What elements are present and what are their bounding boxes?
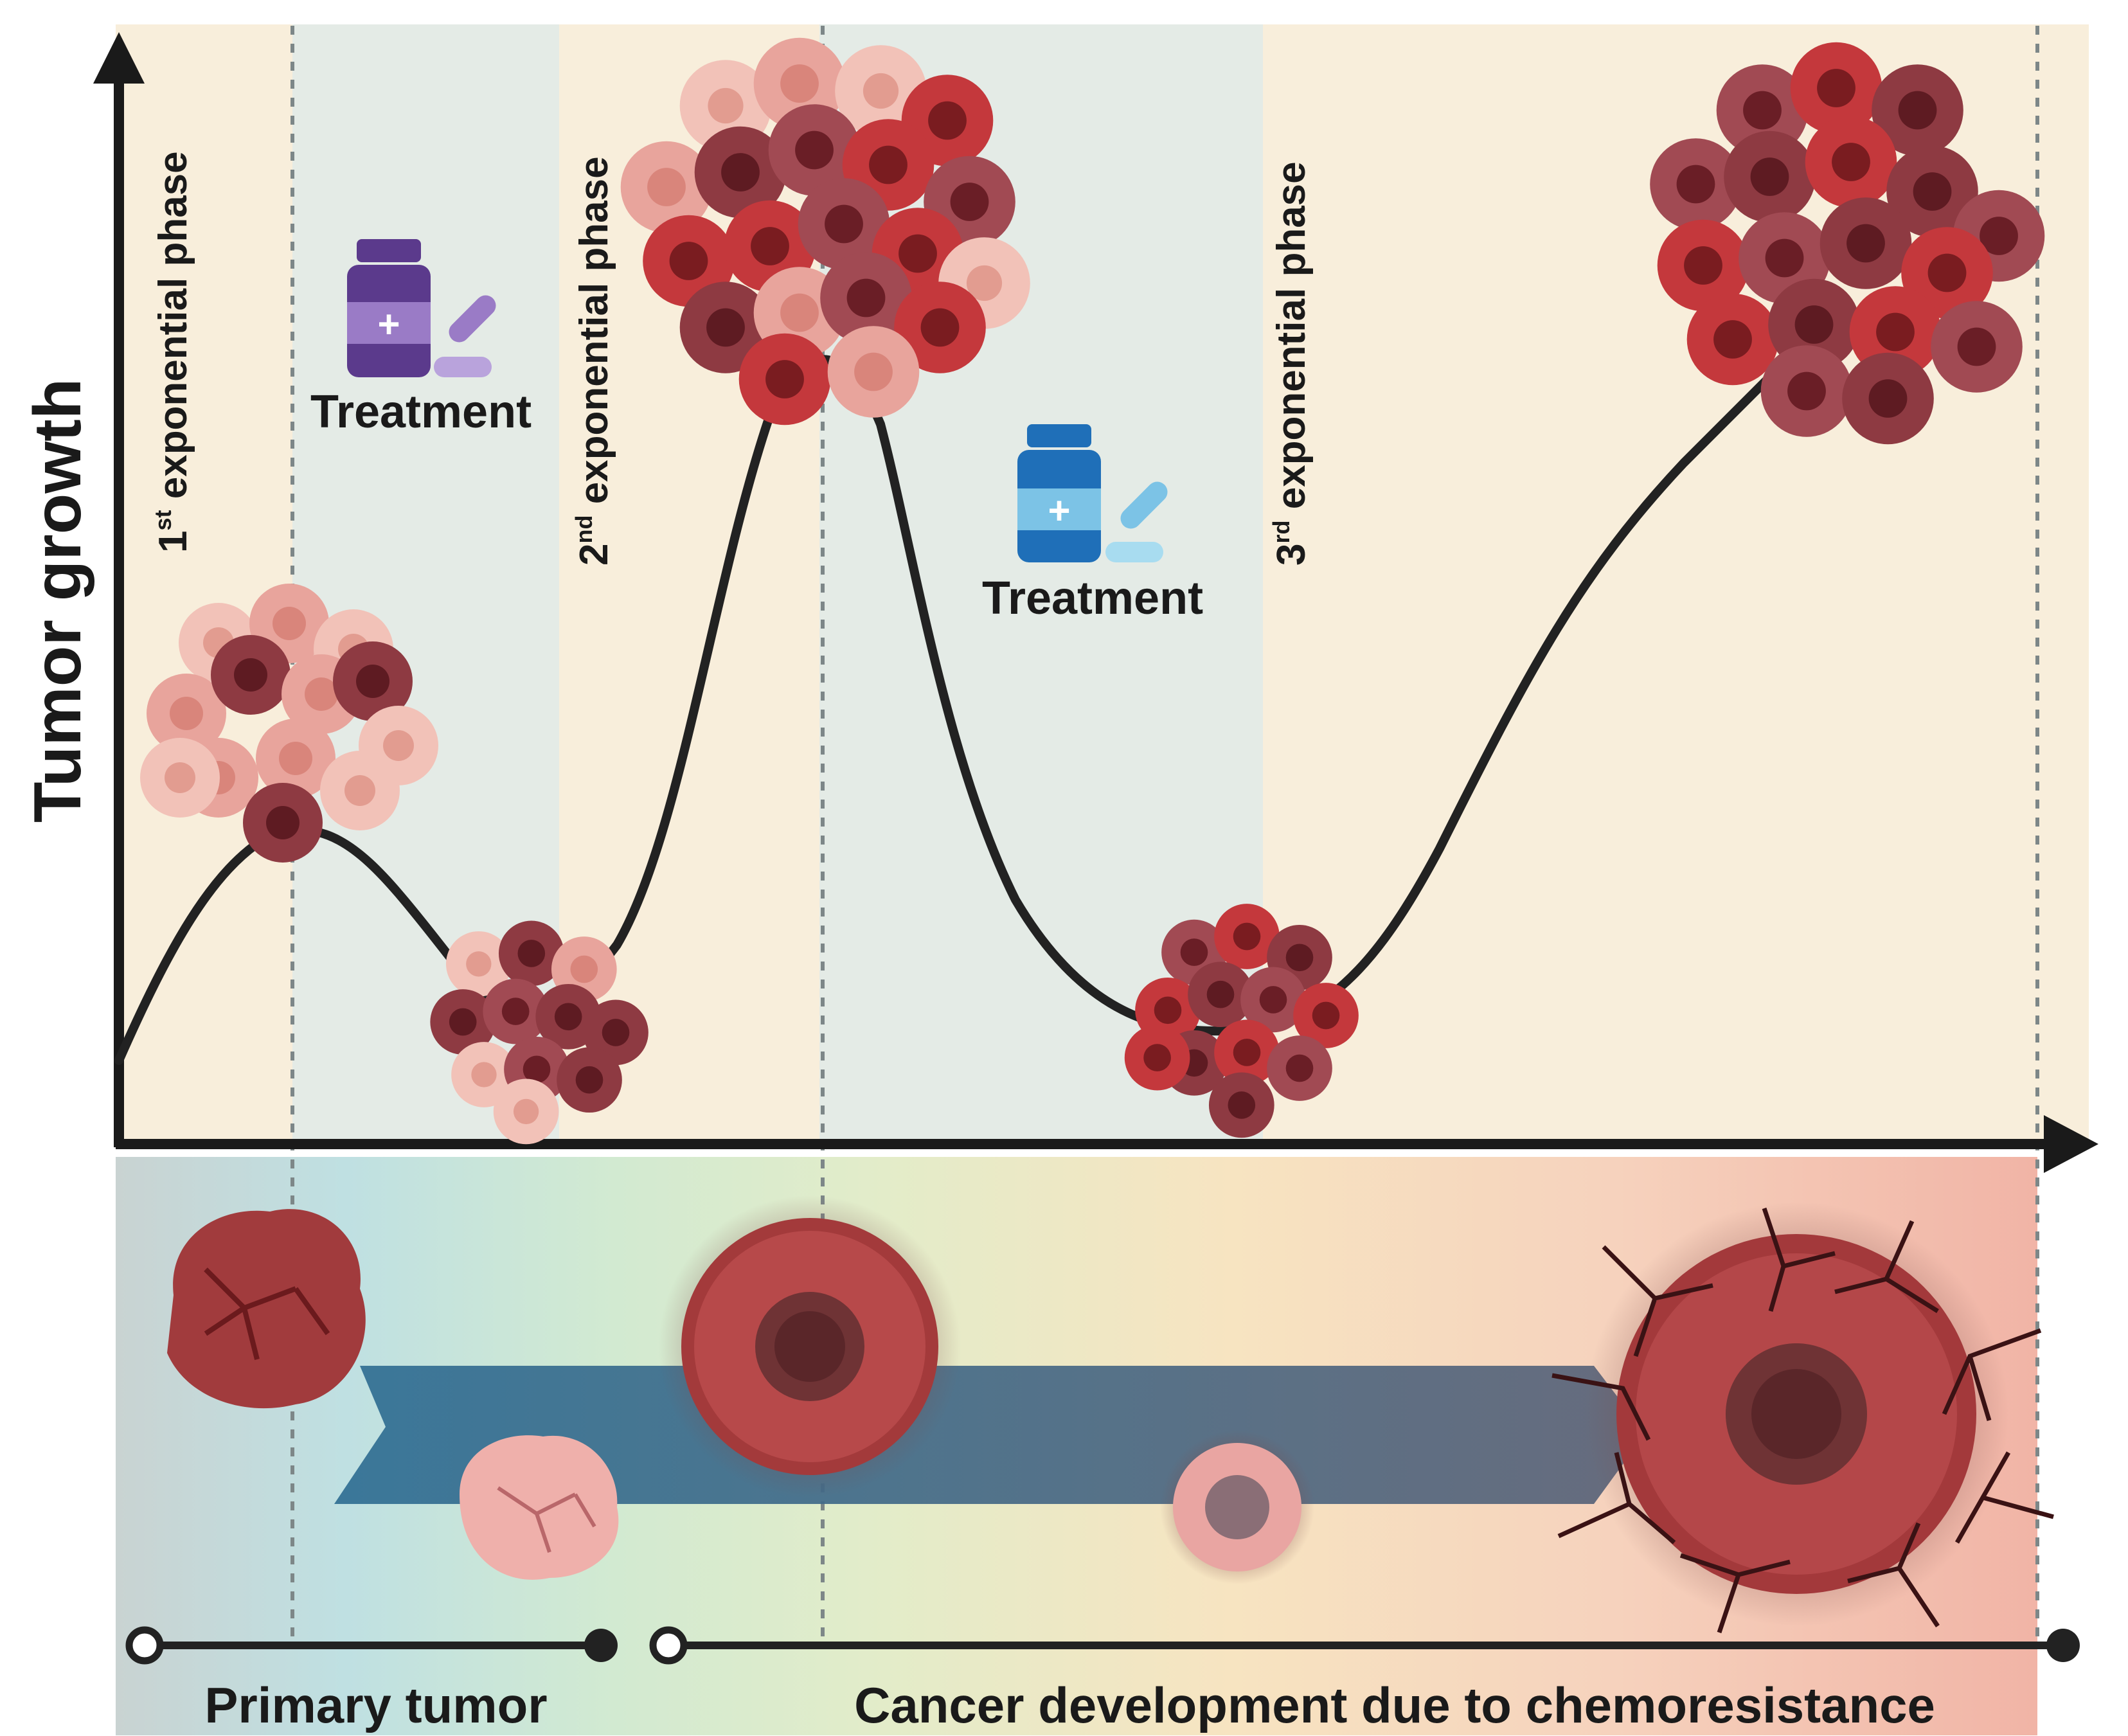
timeline-primary bbox=[125, 1626, 618, 1665]
phase-label-2: 2nd exponential phase bbox=[571, 156, 616, 566]
blood-vessels bbox=[1551, 1207, 2054, 1634]
pill-capsule-icon bbox=[434, 295, 496, 377]
medicine-bottle-icon: + bbox=[347, 239, 431, 377]
svg-text:+: + bbox=[377, 303, 400, 346]
tumor-vascularized-large bbox=[1551, 1202, 2054, 1634]
x-axis-arrowhead bbox=[2044, 1115, 2098, 1173]
treatment-2: + Treatment bbox=[982, 424, 1203, 624]
phase-label-3: 3rd exponential phase bbox=[1268, 161, 1314, 566]
primary-tumor-large bbox=[167, 1209, 366, 1409]
timeline-end-marker bbox=[2046, 1629, 2080, 1662]
axes bbox=[93, 32, 2098, 1173]
progression-band bbox=[334, 1366, 1645, 1504]
primary-tumor-label: Primary tumor bbox=[204, 1677, 547, 1733]
timeline-start-marker bbox=[649, 1626, 688, 1665]
phase-label-1: 1st exponential phase bbox=[150, 151, 195, 553]
y-axis-arrowhead bbox=[93, 32, 145, 84]
timeline-chemoresistance bbox=[649, 1626, 2080, 1665]
pill-capsule-icon bbox=[1105, 481, 1168, 562]
timeline-start-marker bbox=[125, 1626, 164, 1665]
svg-text:+: + bbox=[1048, 489, 1070, 532]
medicine-bottle-icon: + bbox=[1017, 424, 1101, 562]
y-axis-label: Tumor growth bbox=[21, 379, 95, 823]
tumor-residual-small bbox=[1160, 1430, 1314, 1584]
treatment-1-label: Treatment bbox=[310, 386, 532, 438]
growth-curve bbox=[114, 304, 1843, 1065]
treatment-1: + Treatment bbox=[310, 239, 532, 438]
chemoresistance-label: Cancer development due to chemoresistanc… bbox=[854, 1677, 1935, 1733]
timeline-end-marker bbox=[584, 1629, 618, 1662]
treatment-2-label: Treatment bbox=[982, 573, 1203, 624]
primary-tumor-small bbox=[460, 1435, 619, 1580]
tumor-necrotic-core bbox=[659, 1195, 961, 1498]
